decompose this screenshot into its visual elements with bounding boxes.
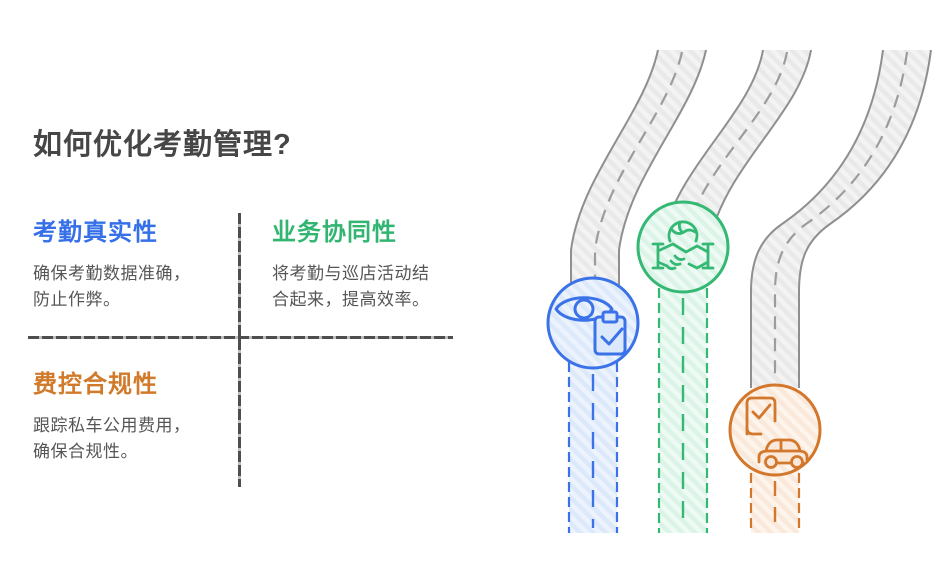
- section-body: 确保考勤数据准确，防止作弊。: [33, 264, 191, 309]
- attendance-authenticity-badge: [546, 276, 640, 370]
- section-heading: 考勤真实性: [33, 219, 158, 246]
- section-body: 将考勤与巡店活动结合起来，提高效率。: [272, 264, 430, 309]
- road-gray-1: [570, 49, 707, 332]
- expense-compliance-badge: [728, 383, 822, 477]
- road-centerline: [773, 51, 909, 380]
- section-heading: 业务协同性: [272, 219, 397, 246]
- phone-check-car-icon: [745, 396, 809, 469]
- section-heading: 费控合规性: [33, 371, 158, 398]
- section-expense-compliance: 费控合规性 跟踪私车公用费用，确保合规性。: [33, 364, 233, 465]
- section-body: 跟踪私车公用费用，确保合规性。: [33, 416, 191, 461]
- page-title: 如何优化考勤管理?: [33, 129, 292, 161]
- divider-horizontal: [28, 336, 453, 339]
- handshake-globe-icon: [651, 220, 715, 271]
- eye-clipboard-check-icon: [554, 296, 627, 356]
- road-green: [657, 255, 709, 533]
- business-synergy-badge: [636, 200, 730, 294]
- road-gray-3: [750, 49, 932, 388]
- divider-vertical: [238, 213, 241, 487]
- section-business-synergy: 业务协同性 将考勤与巡店活动结合起来，提高效率。: [272, 212, 472, 313]
- section-attendance-authenticity: 考勤真实性 确保考勤数据准确，防止作弊。: [33, 212, 233, 313]
- road-centerline: [593, 51, 684, 300]
